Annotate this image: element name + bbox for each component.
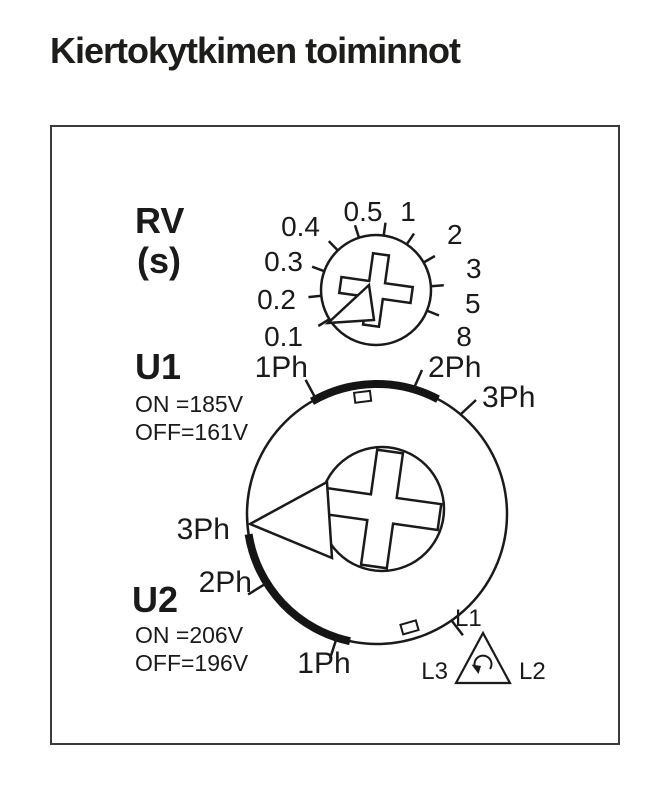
u1-range-arc [310,380,440,405]
u1-on-value: ON =185V [135,391,244,417]
voltage-tick-marks [247,369,477,659]
tick-u2-2ph [247,581,268,596]
rv-pointer-arrow [324,282,376,325]
tick-u1-3ph [460,399,477,415]
tick-mark [382,222,387,236]
rv-scale-0-3: 0.3 [264,246,303,277]
u1-pos-1ph: 1Ph [255,351,308,384]
rv-scale-5: 5 [465,288,481,319]
rv-scale-3: 3 [466,253,482,284]
rv-scale-8: 8 [456,321,472,352]
phase-rotation-symbol: L1 L3 L2 [421,605,545,685]
tick-mark [405,232,416,246]
u1-pos-3ph: 3Ph [482,381,535,414]
page-title: Kiertokytkimen toiminnot [50,30,461,71]
u2-pos-3ph: 3Ph [177,513,230,546]
u1-off-value: OFF=161V [135,419,249,445]
u1-pos-2ph: 2Ph [428,351,481,384]
tick-mark [327,240,339,252]
rotary-switch-diagram: RV (s) U1 ON =185V OFF=161V U2 ON =206V … [132,196,546,685]
voltage-pointer-arrow [247,479,334,560]
tick-mark [353,224,361,239]
voltage-dial: 1Ph 2Ph 3Ph 3Ph 2Ph 1Ph [177,351,536,680]
tick-mark [430,283,444,288]
l1-label: L1 [455,605,482,632]
tick-mark [308,294,322,299]
housing-notch-bottom [399,619,420,636]
rv-scale-0-5: 0.5 [344,196,383,227]
u2-on-value: ON =206V [135,622,244,648]
rv-screw-slot [337,251,415,329]
voltage-position-labels: 1Ph 2Ph 3Ph 3Ph 2Ph 1Ph [177,351,536,680]
rotation-arrowhead-icon [471,664,481,674]
diagram-frame: RV (s) U1 ON =185V OFF=161V U2 ON =206V … [50,125,620,745]
rv-tick-marks [308,222,444,328]
housing-notch-top [352,389,373,404]
tick-u1-2ph [412,369,424,389]
rv-scale-0-4: 0.4 [281,211,320,242]
rv-scale-2: 2 [447,219,463,250]
l3-label: L3 [421,658,448,685]
u2-pos-1ph: 1Ph [297,647,350,680]
rv-dial: 0.1 0.2 0.3 0.4 0.5 1 2 3 5 8 [257,196,482,352]
rotation-arrow-icon [473,654,493,670]
tick-mark [422,254,436,264]
rv-unit-label: (s) [137,240,181,281]
u2-pos-2ph: 2Ph [199,566,252,599]
u1-label: U1 [135,346,181,387]
tick-mark [311,265,325,273]
tick-phase-rotation [450,619,464,636]
rv-scale-1: 1 [400,196,416,227]
rv-scale-labels: 0.1 0.2 0.3 0.4 0.5 1 2 3 5 8 [257,196,482,352]
u2-range-arc [244,533,351,646]
tick-u1-1ph [304,379,318,400]
tick-mark [317,318,331,328]
tick-mark [426,309,440,317]
u2-label: U2 [132,579,178,620]
rv-label: RV [135,200,184,241]
u2-off-value: OFF=196V [135,650,249,676]
l2-label: L2 [519,658,546,685]
phase-triangle [454,630,512,685]
rv-scale-0-1: 0.1 [264,321,303,352]
rv-scale-0-2: 0.2 [257,284,296,315]
tick-u2-1ph [328,637,338,659]
